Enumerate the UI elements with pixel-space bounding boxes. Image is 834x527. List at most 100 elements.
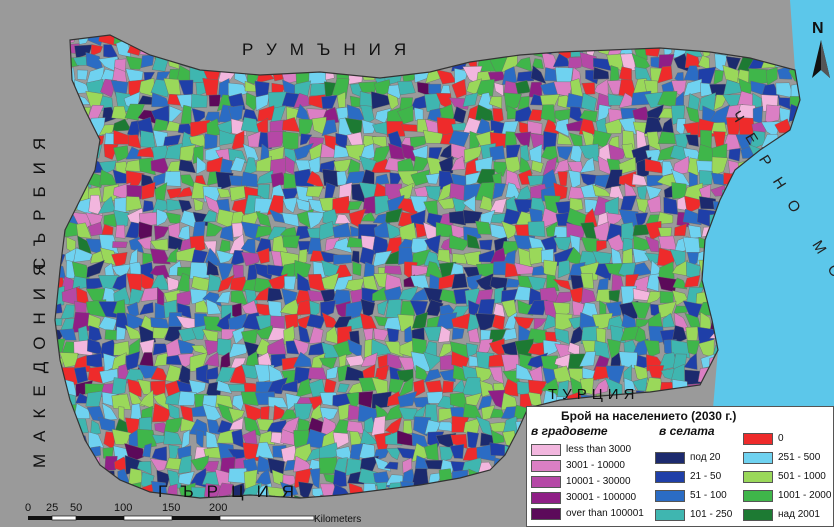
municipality-patch: [87, 366, 105, 384]
municipality-patch: [206, 259, 220, 276]
municipality-patch: [531, 160, 544, 173]
municipality-patch: [425, 172, 440, 185]
municipality-patch: [461, 377, 483, 397]
municipality-patch: [124, 368, 145, 382]
municipality-patch: [90, 419, 102, 436]
municipality-patch: [657, 131, 676, 145]
municipality-patch: [137, 236, 152, 250]
legend-swatch: [743, 452, 773, 464]
municipality-patch: [178, 326, 197, 343]
municipality-patch: [713, 69, 724, 86]
municipality-patch: [385, 208, 403, 224]
municipality-patch: [555, 313, 573, 333]
municipality-patch: [332, 469, 347, 488]
municipality-patch: [217, 262, 234, 282]
municipality-patch: [528, 379, 547, 397]
municipality-patch: [488, 353, 505, 367]
municipality-patch: [581, 82, 596, 95]
scale-tick: 0: [25, 502, 32, 514]
municipality-patch: [635, 318, 650, 329]
municipality-patch: [128, 134, 142, 149]
municipality-patch: [321, 119, 338, 137]
municipality-patch: [177, 391, 197, 406]
municipality-patch: [112, 241, 128, 248]
municipality-patch: [228, 407, 245, 422]
label-macedonia: МАКЕДОНИЯ: [30, 251, 49, 468]
municipality-patch: [579, 351, 596, 367]
municipality-patch: [298, 248, 308, 266]
legend-swatch: [531, 444, 561, 456]
municipality-patch: [204, 352, 220, 367]
municipality-patch: [531, 58, 544, 70]
municipality-patch: [178, 199, 193, 213]
label-greece: ГЪРЦИЯ: [158, 482, 308, 501]
municipality-patch: [110, 79, 129, 98]
municipality-patch: [568, 170, 581, 189]
municipality-patch: [282, 187, 301, 202]
municipality-patch: [479, 239, 493, 251]
municipality-patch: [513, 131, 532, 148]
municipality-patch: [227, 343, 249, 359]
legend-swatch: [743, 509, 773, 521]
municipality-patch: [128, 468, 144, 487]
municipality-patch: [465, 171, 481, 187]
municipality-patch: [373, 328, 390, 341]
municipality-patch: [142, 442, 152, 458]
municipality-patch: [580, 273, 594, 289]
municipality-patch: [272, 235, 288, 255]
municipality-patch: [168, 444, 180, 461]
municipality-patch: [671, 182, 687, 199]
municipality-patch: [281, 356, 301, 371]
municipality-patch: [139, 302, 154, 316]
municipality-patch: [475, 313, 496, 332]
municipality-patch: [385, 447, 402, 461]
municipality-patch: [279, 299, 301, 317]
municipality-patch: [163, 417, 184, 437]
municipality-patch: [423, 287, 445, 303]
municipality-patch: [437, 343, 453, 360]
legend-heading-villages: в селата: [659, 424, 715, 438]
municipality-patch: [217, 188, 231, 198]
municipality-patch: [658, 235, 677, 251]
municipality-patch: [371, 391, 392, 410]
municipality-patch: [441, 380, 454, 394]
municipality-patch: [282, 131, 299, 150]
municipality-patch: [397, 430, 415, 447]
municipality-patch: [101, 223, 114, 236]
municipality-patch: [489, 145, 505, 161]
municipality-patch: [345, 300, 366, 321]
municipality-patch: [413, 156, 431, 172]
municipality-patch: [360, 298, 376, 319]
municipality-patch: [282, 235, 300, 249]
municipality-patch: [196, 156, 207, 175]
municipality-patch: [488, 366, 504, 385]
municipality-patch: [520, 144, 530, 163]
municipality-patch: [557, 132, 573, 146]
municipality-patch: [111, 105, 128, 120]
municipality-patch: [674, 223, 687, 237]
municipality-patch: [452, 253, 467, 265]
municipality-patch: [270, 432, 284, 445]
municipality-patch: [189, 288, 208, 305]
municipality-patch: [383, 461, 399, 470]
municipality-patch: [299, 133, 313, 146]
scale-tick: 150: [162, 502, 181, 514]
municipality-patch: [125, 170, 145, 190]
municipality-patch: [579, 52, 597, 71]
municipality-patch: [436, 182, 453, 203]
municipality-patch: [448, 210, 468, 226]
municipality-patch: [104, 329, 119, 341]
municipality-patch: [324, 237, 341, 252]
municipality-patch: [386, 353, 402, 371]
municipality-patch: [326, 365, 339, 380]
municipality-patch: [293, 142, 314, 161]
municipality-patch: [579, 157, 596, 174]
legend-swatch: [531, 460, 561, 472]
municipality-patch: [154, 225, 170, 241]
municipality-patch: [361, 119, 378, 134]
legend-label: 501 - 1000: [778, 471, 826, 482]
municipality-patch: [86, 259, 105, 278]
municipality-patch: [229, 417, 244, 431]
municipality-patch: [334, 214, 351, 224]
municipality-patch: [267, 287, 283, 303]
